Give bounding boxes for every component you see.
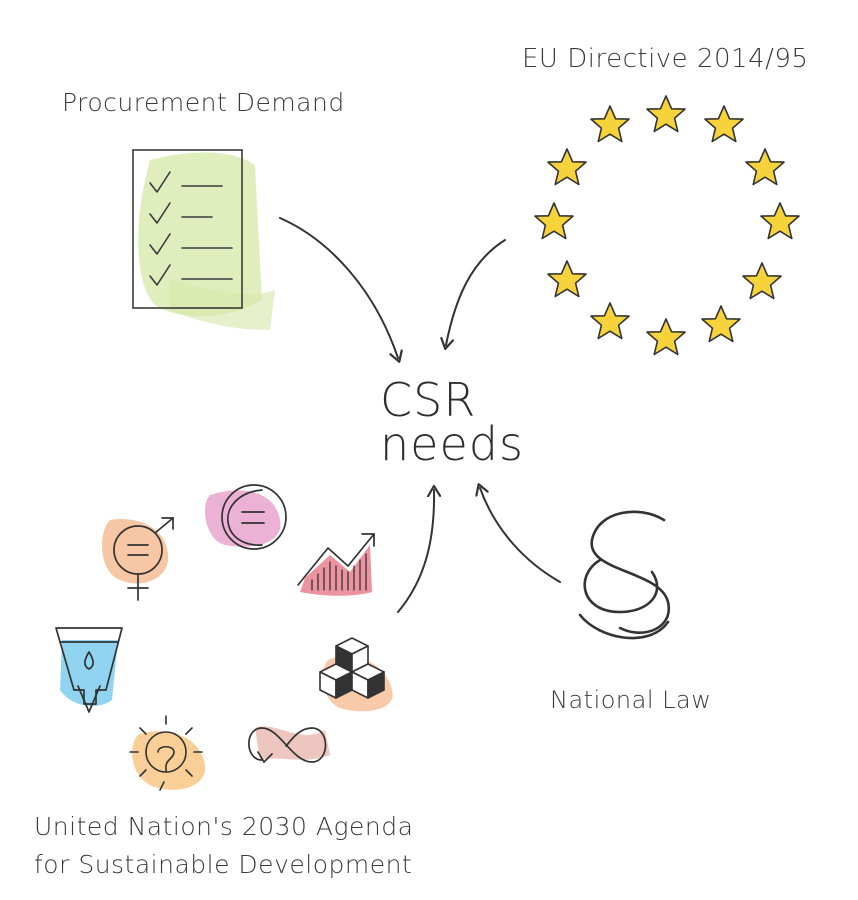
paragraph-icon bbox=[578, 510, 671, 640]
arrow-un bbox=[397, 490, 434, 613]
checklist-icon bbox=[132, 149, 275, 330]
eu-stars-icon bbox=[534, 95, 800, 356]
procurement-demand-label: Procurement Demand bbox=[62, 88, 345, 117]
csr-needs-label: CSR needs bbox=[380, 373, 524, 471]
growth-chart-icon bbox=[297, 533, 375, 596]
arrow-law bbox=[480, 488, 561, 583]
eu-directive-label: EU Directive 2014/95 bbox=[522, 44, 809, 74]
equality-icon bbox=[205, 484, 287, 550]
un-agenda-label-line1: United Nation's 2030 Agenda bbox=[34, 812, 414, 841]
un-agenda-label-line2: for Sustainable Development bbox=[34, 850, 413, 879]
national-law-label: National Law bbox=[550, 686, 712, 714]
water-icon bbox=[55, 627, 123, 713]
arrows bbox=[279, 217, 561, 613]
csr-line: CSR bbox=[380, 373, 477, 427]
energy-sun-icon bbox=[129, 715, 206, 791]
gender-equality-icon bbox=[102, 517, 174, 601]
arrow-procurement bbox=[279, 217, 398, 358]
needs-line: needs bbox=[380, 417, 524, 471]
infinity-icon bbox=[248, 726, 330, 764]
arrow-eu bbox=[446, 239, 506, 345]
cubes-icon bbox=[319, 637, 393, 712]
